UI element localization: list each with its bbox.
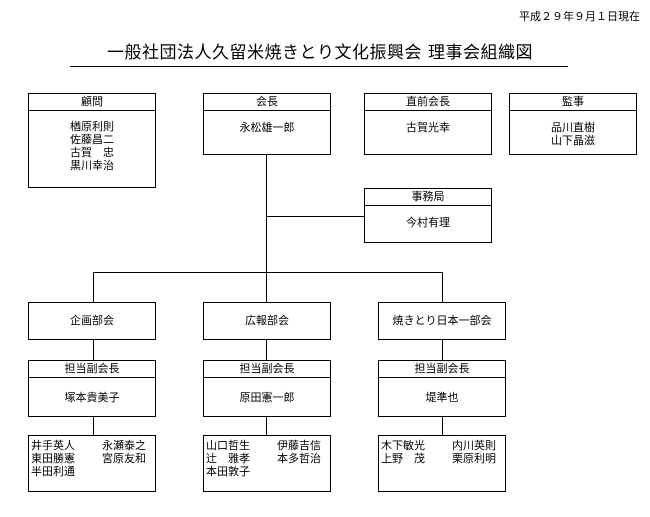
member-name: 内川英則 — [452, 439, 496, 452]
connector-kaicho-down — [266, 155, 267, 272]
member-name: 本多哲治 — [277, 452, 321, 465]
vice-president-name: 堤準也 — [425, 391, 459, 404]
vice-president-box-planning: 担当副会長 塚本貴美子 — [28, 360, 156, 417]
member-name: 上野 茂 — [381, 452, 425, 465]
connector-members-2 — [266, 417, 267, 435]
vice-president-label: 担当副会長 — [204, 361, 330, 378]
auditor-name: 品川直樹 — [551, 121, 595, 134]
member-row: 上野 茂 栗原利明 — [381, 452, 505, 465]
member-row: 木下敏光 内川英則 — [381, 439, 505, 452]
member-name: 本田敦子 — [206, 465, 250, 478]
vice-president-box-yakitori: 担当副会長 堤準也 — [378, 360, 506, 417]
member-name: 木下敏光 — [381, 439, 425, 452]
auditor-name: 山下晶滋 — [551, 134, 595, 147]
members-box-pr: 山口哲生 伊藤吉信 辻 雅孝 本多哲治 本田敦子 — [203, 435, 331, 492]
date-stamp: 平成２９年９月１日現在 — [519, 10, 640, 23]
connector-dept-3 — [442, 272, 443, 302]
former-president-label: 直前会長 — [365, 94, 491, 111]
auditor-box: 監事 品川直樹 山下晶滋 — [509, 93, 637, 155]
advisor-name: 佐藤昌二 — [70, 133, 114, 146]
members-box-yakitori: 木下敏光 内川英則 上野 茂 栗原利明 — [378, 435, 506, 492]
member-name: 伊藤吉信 — [277, 439, 321, 452]
advisor-name: 黒川幸治 — [70, 159, 114, 172]
member-name: 山口哲生 — [206, 439, 250, 452]
member-row: 東田勝憲 宮原友和 — [31, 452, 155, 465]
member-name: 東田勝憲 — [31, 452, 75, 465]
secretariat-name: 今村有理 — [406, 216, 450, 229]
vice-president-box-pr: 担当副会長 原田憲一郎 — [203, 360, 331, 417]
president-label: 会長 — [204, 94, 330, 111]
secretariat-label: 事務局 — [365, 189, 491, 206]
department-box-pr: 広報部会 — [203, 302, 331, 340]
page-title: 一般社団法人久留米焼きとり文化振興会 理事会組織図 — [107, 43, 533, 63]
advisor-name: 古賀 忠 — [70, 146, 114, 159]
former-president-box: 直前会長 古賀光幸 — [364, 93, 492, 155]
member-name: 宮原友和 — [102, 452, 146, 465]
secretariat-box: 事務局 今村有理 — [364, 188, 492, 243]
department-box-planning: 企画部会 — [28, 302, 156, 340]
president-box: 会長 永松雄一郎 — [203, 93, 331, 155]
president-name: 永松雄一郎 — [239, 121, 295, 134]
member-row: 井手英人 永瀬泰之 — [31, 439, 155, 452]
member-row: 半田利通 — [31, 465, 155, 478]
auditor-label: 監事 — [510, 94, 636, 111]
advisor-name: 楢原利則 — [70, 120, 114, 133]
connector-vp-2 — [266, 340, 267, 360]
connector-members-1 — [93, 417, 94, 435]
connector-vp-1 — [93, 340, 94, 360]
member-row: 辻 雅孝 本多哲治 — [206, 452, 330, 465]
member-name: 永瀬泰之 — [102, 439, 146, 452]
member-row: 山口哲生 伊藤吉信 — [206, 439, 330, 452]
department-name: 焼きとり日本一部会 — [392, 314, 492, 327]
connector-horizontal — [93, 272, 442, 273]
connector-jimukyoku — [266, 216, 364, 217]
department-name: 広報部会 — [245, 314, 289, 327]
vice-president-label: 担当副会長 — [29, 361, 155, 378]
member-name: 半田利通 — [31, 465, 75, 478]
connector-members-3 — [442, 417, 443, 435]
vice-president-label: 担当副会長 — [379, 361, 505, 378]
connector-dept-2 — [266, 272, 267, 302]
member-row: 本田敦子 — [206, 465, 330, 478]
department-name: 企画部会 — [70, 314, 114, 327]
advisor-box: 顧問 楢原利則 佐藤昌二 古賀 忠 黒川幸治 — [28, 93, 156, 188]
member-name: 栗原利明 — [452, 452, 496, 465]
connector-dept-1 — [93, 272, 94, 302]
department-box-yakitori: 焼きとり日本一部会 — [378, 302, 506, 340]
connector-vp-3 — [442, 340, 443, 360]
member-name: 井手英人 — [31, 439, 75, 452]
advisor-label: 顧問 — [29, 94, 155, 111]
members-box-planning: 井手英人 永瀬泰之 東田勝憲 宮原友和 半田利通 — [28, 435, 156, 492]
vice-president-name: 塚本貴美子 — [64, 391, 120, 404]
former-president-name: 古賀光幸 — [406, 121, 450, 134]
member-name: 辻 雅孝 — [206, 452, 250, 465]
vice-president-name: 原田憲一郎 — [239, 391, 295, 404]
title-underline — [70, 66, 568, 67]
